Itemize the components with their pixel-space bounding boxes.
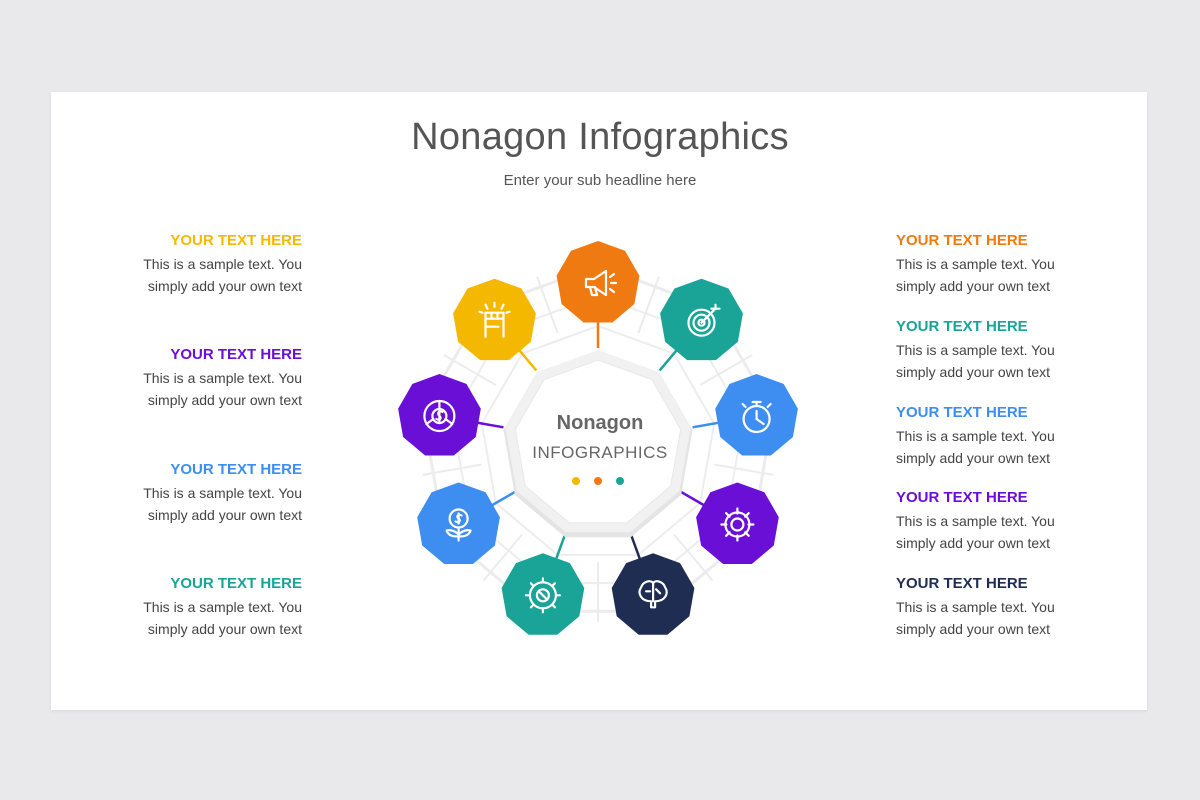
node-gear	[696, 482, 779, 564]
item-heading: YOUR TEXT HERE	[896, 404, 1028, 421]
center-title: Nonagon	[556, 412, 644, 434]
text-item-left-2: YOUR TEXT HERE This is a sample text. Yo…	[62, 345, 302, 411]
page-title: Nonagon Infographics	[411, 116, 789, 158]
ring-spoke	[699, 354, 753, 386]
text-item-right-5: YOUR TEXT HERE This is a sample text. Yo…	[896, 574, 1136, 640]
node-wrench-gear	[501, 553, 585, 635]
connector-layer	[473, 318, 723, 563]
node-stopwatch	[715, 374, 798, 456]
item-heading: YOUR TEXT HERE	[896, 575, 1028, 592]
item-heading: YOUR TEXT HERE	[896, 318, 1028, 335]
center-dot	[616, 477, 624, 485]
connector-line	[553, 533, 567, 563]
connector-line	[488, 490, 516, 509]
item-body: This is a sample text. You simply add yo…	[896, 599, 1055, 637]
ring-spoke	[637, 276, 660, 334]
item-body: This is a sample text. You simply add yo…	[143, 485, 302, 523]
node-money-plant	[417, 482, 500, 564]
connector-line	[658, 346, 680, 372]
stopwatch-icon	[741, 400, 772, 434]
page-subtitle: Enter your sub headline here	[503, 172, 697, 189]
connector-line	[516, 346, 538, 372]
item-heading: YOUR TEXT HERE	[170, 575, 302, 592]
connector-line	[629, 533, 643, 563]
dollar-cycle-icon	[423, 399, 456, 433]
text-item-right-3: YOUR TEXT HERE This is a sample text. Yo…	[896, 403, 1136, 469]
brain-icon	[638, 580, 668, 609]
item-body: This is a sample text. You simply add yo…	[143, 599, 302, 637]
item-heading: YOUR TEXT HERE	[170, 346, 302, 363]
text-item-left-3: YOUR TEXT HERE This is a sample text. Yo…	[62, 460, 302, 526]
inner-ring	[480, 324, 716, 556]
node-megaphone	[556, 241, 640, 323]
connector-line	[473, 420, 504, 429]
text-item-left-4: YOUR TEXT HERE This is a sample text. Yo…	[62, 574, 302, 640]
ring-spoke	[422, 463, 482, 476]
item-body: This is a sample text. You simply add yo…	[896, 428, 1055, 466]
text-item-left-1: YOUR TEXT HERE This is a sample text. Yo…	[62, 231, 302, 297]
node-raised-fist	[453, 278, 536, 361]
raised-fist-icon	[478, 301, 511, 338]
node-brain	[611, 553, 695, 635]
connector-line	[692, 420, 723, 429]
center-nonagon	[503, 350, 693, 538]
ring-spoke	[536, 276, 559, 334]
text-item-right-2: YOUR TEXT HERE This is a sample text. Yo…	[896, 317, 1136, 383]
target-icon	[687, 303, 721, 337]
center-dot	[594, 477, 602, 485]
node-dollar-cycle	[398, 374, 481, 456]
ring-spoke	[673, 533, 714, 581]
node-badge	[696, 482, 779, 564]
center-dot	[572, 477, 580, 485]
center-subtitle: INFOGRAPHICS	[532, 443, 668, 462]
node-badge	[556, 241, 640, 323]
ring-spoke	[482, 533, 523, 581]
item-body: This is a sample text. You simply add yo…	[143, 256, 302, 294]
money-plant-icon	[445, 508, 472, 542]
text-item-right-4: YOUR TEXT HERE This is a sample text. Yo…	[896, 488, 1136, 554]
item-body: This is a sample text. You simply add yo…	[896, 513, 1055, 551]
item-body: This is a sample text. You simply add yo…	[143, 370, 302, 408]
item-heading: YOUR TEXT HERE	[896, 232, 1028, 249]
node-layer	[398, 241, 798, 635]
megaphone-icon	[584, 269, 618, 297]
connector-line	[680, 490, 708, 509]
ring-layer	[421, 264, 775, 622]
gear-icon	[720, 507, 755, 542]
item-body: This is a sample text. You simply add yo…	[896, 256, 1055, 294]
item-heading: YOUR TEXT HERE	[170, 461, 302, 478]
ring-spoke	[443, 354, 497, 386]
item-heading: YOUR TEXT HERE	[170, 232, 302, 249]
item-body: This is a sample text. You simply add yo…	[896, 342, 1055, 380]
ring-spoke	[714, 463, 774, 476]
node-target	[660, 278, 743, 361]
center-dots	[572, 477, 624, 485]
text-item-right-1: YOUR TEXT HERE This is a sample text. Yo…	[896, 231, 1136, 297]
center-inner	[514, 359, 682, 524]
item-heading: YOUR TEXT HERE	[896, 489, 1028, 506]
wrench-gear-icon	[524, 577, 562, 614]
